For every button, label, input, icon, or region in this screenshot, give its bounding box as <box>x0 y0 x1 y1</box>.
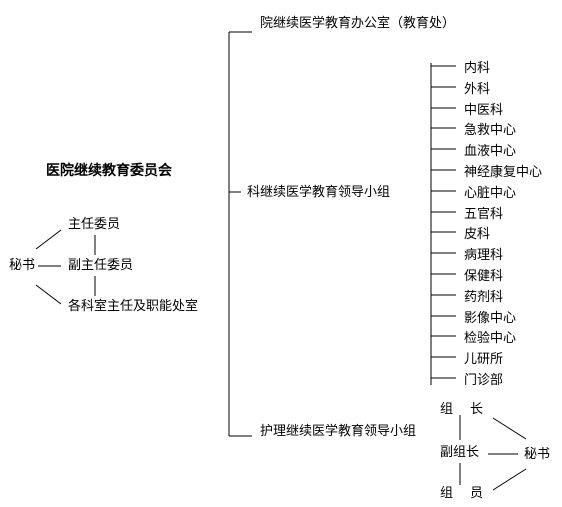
department-item: 儿研所 <box>464 352 504 367</box>
department-item: 保健科 <box>464 269 504 284</box>
nursing-leader-part2: 长 <box>470 402 484 417</box>
department-item: 影像中心 <box>464 311 517 326</box>
nursing-secretary: 秘书 <box>524 447 551 462</box>
nursing-member-part1: 组 <box>440 486 454 501</box>
line-leader-to-secretary <box>492 417 527 440</box>
department-item: 皮科 <box>464 227 491 242</box>
line-member-to-secretary <box>492 468 527 491</box>
department-item: 门诊部 <box>464 373 504 388</box>
department-item: 外科 <box>464 82 491 97</box>
nursing-leader-part1: 组 <box>440 402 454 417</box>
office-label: 院继续医学教育办公室（教育处） <box>260 16 456 31</box>
nursing-group-label: 护理继续医学教育领导小组 <box>260 424 417 439</box>
department-item: 检验中心 <box>464 331 517 346</box>
department-item: 血液中心 <box>464 144 517 159</box>
deputy-director-member: 副主任委员 <box>68 258 134 273</box>
dept-group-label: 科继续医学教育领导小组 <box>247 185 391 200</box>
dept-ticks <box>431 65 456 379</box>
department-item: 中医科 <box>464 103 504 118</box>
department-heads: 各科室主任及职能处室 <box>68 299 199 314</box>
committee-secretary: 秘书 <box>9 258 36 273</box>
line-secretary-to-heads <box>35 284 62 305</box>
department-item: 神经康复中心 <box>464 165 543 180</box>
nursing-member-part2: 员 <box>470 486 484 501</box>
department-item: 五官科 <box>464 207 504 222</box>
committee-title: 医院继续教育委员会 <box>46 163 172 179</box>
director-member: 主任委员 <box>68 217 121 232</box>
nursing-deputy-leader: 副组长 <box>440 445 480 460</box>
department-item: 急救中心 <box>464 123 517 138</box>
line-secretary-to-director <box>35 229 62 250</box>
department-item: 内科 <box>464 61 491 76</box>
department-item: 心脏中心 <box>464 186 517 201</box>
department-item: 药剂科 <box>464 290 504 305</box>
department-item: 病理科 <box>464 248 504 263</box>
